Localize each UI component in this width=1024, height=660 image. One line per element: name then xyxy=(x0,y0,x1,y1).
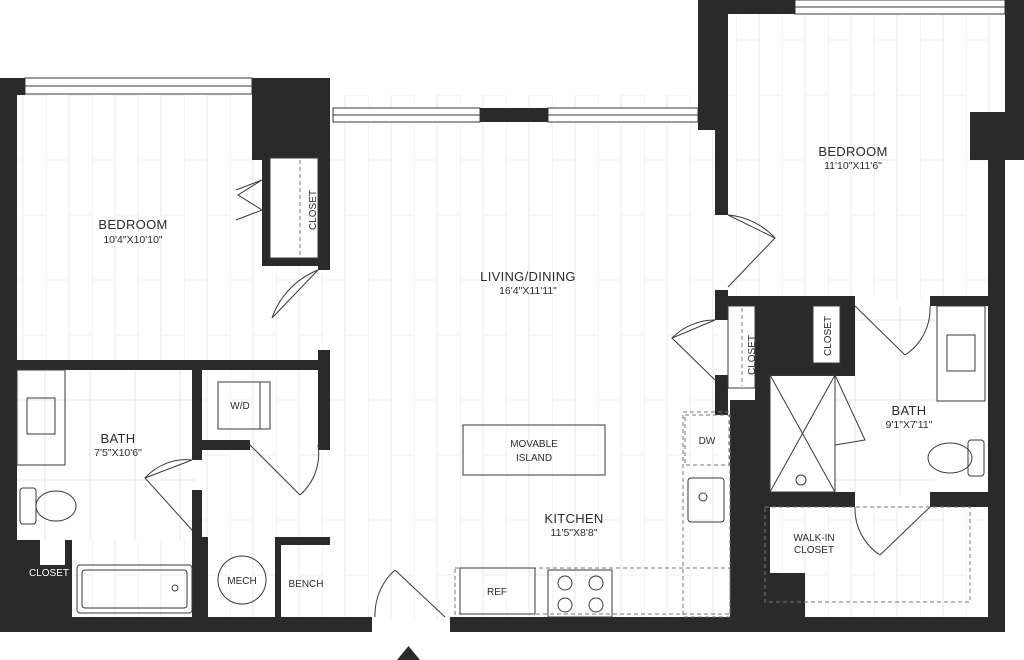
bath-right-dims: 9'1"X7'11" xyxy=(886,419,933,431)
dw-label: DW xyxy=(699,436,716,447)
living-label: LIVING/DINING xyxy=(480,269,576,284)
kitchen-dims: 11'5"X8'8" xyxy=(551,527,598,539)
living-dims: 16'4"X11'11" xyxy=(499,285,557,297)
ref-label: REF xyxy=(487,587,507,598)
bath-closet xyxy=(812,305,841,364)
bath-right-label: BATH xyxy=(892,403,927,418)
mech-label: MECH xyxy=(227,576,256,587)
bedroom-left-label: BEDROOM xyxy=(98,217,167,232)
bedroom-closet-label: CLOSET xyxy=(308,190,319,230)
wd-label: W/D xyxy=(230,401,249,412)
bedroom-right-dims: 11'10"X11'6" xyxy=(824,160,882,172)
island-label-2: ISLAND xyxy=(516,453,552,464)
fixtures xyxy=(16,305,986,618)
walkin-label-1: WALK-IN xyxy=(793,533,834,544)
bath-left-dims: 7'5"X10'6" xyxy=(94,447,142,459)
entrance-arrow-icon xyxy=(397,646,420,660)
doors[interactable] xyxy=(144,179,931,618)
walkin-label-2: CLOSET xyxy=(794,545,834,556)
linen-closet-label: CLOSET xyxy=(29,568,69,579)
bedroom-right-label: BEDROOM xyxy=(818,144,887,159)
bath-closet-label: CLOSET xyxy=(823,316,834,356)
bedroom-closet xyxy=(269,157,319,259)
bedroom-left-dims: 10'4"X10'10" xyxy=(103,234,163,246)
bath-left-label: BATH xyxy=(101,431,136,446)
closet-shelf xyxy=(40,540,65,565)
floor-texture xyxy=(17,14,990,620)
island-label-1: MOVABLE xyxy=(510,439,558,450)
living-closet-label: CLOSET xyxy=(747,335,758,375)
bench-label: BENCH xyxy=(288,579,323,590)
kitchen-label: KITCHEN xyxy=(544,511,603,526)
